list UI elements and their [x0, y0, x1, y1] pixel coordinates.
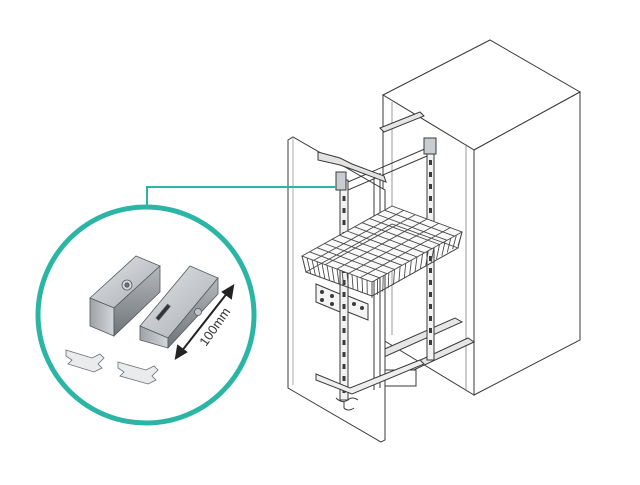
back-upright-hole: [429, 340, 432, 345]
bar1-screw-head: [125, 283, 129, 287]
basket-picket: [362, 278, 363, 292]
back-upright-hole: [429, 268, 432, 273]
upright-hole: [343, 292, 346, 297]
upright-hole: [343, 208, 346, 213]
upright-hole: [343, 196, 346, 201]
back-upright-hole: [429, 316, 432, 321]
upright-hole: [343, 316, 346, 321]
upright-hole: [343, 304, 346, 309]
upright-hole: [343, 352, 346, 357]
plate-hole-3: [321, 299, 324, 302]
plate-hole-6: [361, 307, 364, 310]
back-upright-hole: [429, 172, 432, 177]
back-upright-hole: [429, 184, 432, 189]
back-upright-hole: [429, 304, 432, 309]
back-upright-hole: [429, 160, 432, 165]
back-upright-hole: [429, 196, 432, 201]
back-clip: [424, 138, 436, 154]
upright-hole: [343, 364, 346, 369]
back-upright-hole: [429, 328, 432, 333]
upright-hole: [343, 220, 346, 225]
back-upright-hole: [429, 208, 432, 213]
back-upright-hole: [429, 292, 432, 297]
upright-hole: [343, 340, 346, 345]
basket-picket: [383, 276, 384, 292]
plate-hole-5: [353, 303, 356, 306]
plate-hole: [321, 291, 324, 294]
upright-hole: [343, 376, 346, 381]
top-clip: [336, 172, 346, 190]
plate-hole-4: [331, 303, 334, 306]
bar2-screw: [195, 309, 202, 316]
plate-hole-2: [331, 295, 334, 298]
upright-hole: [343, 328, 346, 333]
back-upright-hole: [429, 280, 432, 285]
